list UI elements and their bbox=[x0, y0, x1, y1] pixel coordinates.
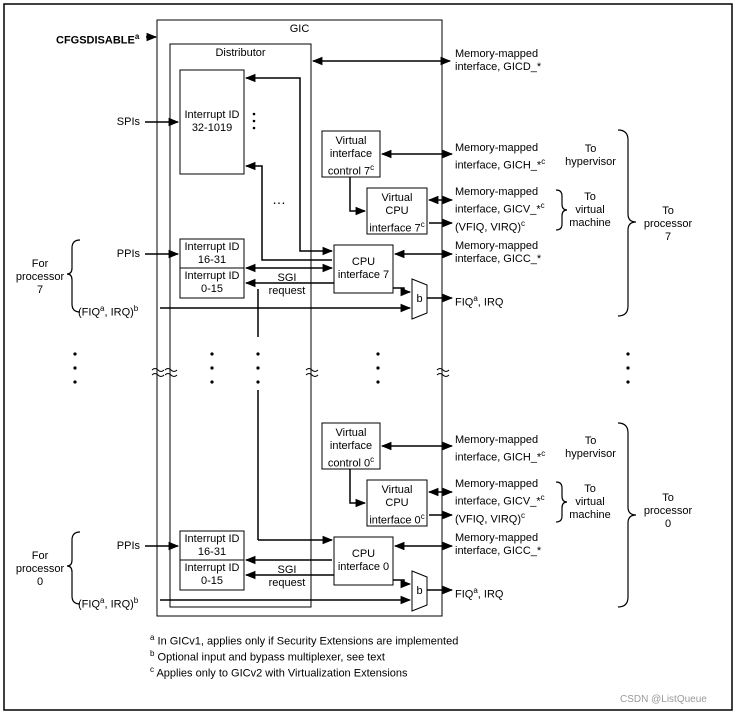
gicd-label: Memory-mapped interface, GICD_* bbox=[455, 48, 542, 73]
virtual-cpu-interface-0-label: Virtual CPU interface 0c bbox=[369, 484, 425, 527]
virtual-interface-control-0-box bbox=[321, 422, 381, 470]
interrupt-id-0-15-7: Interrupt ID 0-15 bbox=[184, 270, 240, 295]
cpu-interface-0-box bbox=[333, 536, 394, 586]
gic-box bbox=[156, 19, 443, 617]
to-processor-0: To processor 0 bbox=[643, 492, 693, 530]
gich-0-label: Memory-mapped interface, GICH_*c bbox=[455, 434, 546, 464]
for-processor-7: For processor 7 bbox=[15, 258, 65, 296]
to-hypervisor-0: To hypervisor bbox=[565, 435, 616, 460]
sgi-request-7: SGI request bbox=[268, 272, 306, 297]
virtual-cpu-interface-7-box bbox=[366, 187, 428, 235]
watermark: CSDN @ListQueue bbox=[620, 694, 707, 705]
vfiq-virq-0-label: (VFIQ, VIRQ)c bbox=[455, 511, 525, 526]
to-virtual-machine-0: To virtual machine bbox=[569, 483, 611, 521]
cpu-interface-0-label: CPU interface 0 bbox=[337, 548, 390, 573]
virtual-interface-control-0-label: Virtual interface control 0c bbox=[327, 427, 375, 470]
figure-frame bbox=[3, 3, 733, 711]
for-processor-0: For processor 0 bbox=[15, 550, 65, 588]
interrupt-id-16-31-0: Interrupt ID 16-31 bbox=[184, 533, 240, 558]
interrupt-id-16-31-7: Interrupt ID 16-31 bbox=[184, 241, 240, 266]
distributor-label: Distributor bbox=[215, 47, 266, 59]
fiq-irq-7-in: (FIQa, IRQ)b bbox=[78, 304, 139, 319]
to-hypervisor-7: To hypervisor bbox=[565, 143, 616, 168]
gicc-0-label: Memory-mapped interface, GICC_* bbox=[455, 532, 542, 557]
spis-label: SPIs bbox=[116, 116, 140, 128]
gicv-0-label: Memory-mapped interface, GICV_*c bbox=[455, 478, 545, 508]
mux-b-7: b bbox=[416, 293, 423, 305]
virtual-cpu-interface-0-box bbox=[366, 479, 428, 527]
footnote-b: b Optional input and bypass multiplexer,… bbox=[150, 649, 385, 664]
gich-7-label: Memory-mapped interface, GICH_*c bbox=[455, 142, 546, 172]
footnote-a: a In GICv1, applies only if Security Ext… bbox=[150, 633, 459, 648]
gic-label: GIC bbox=[289, 23, 310, 35]
vfiq-virq-7-label: (VFIQ, VIRQ)c bbox=[455, 219, 525, 234]
gicc-7-label: Memory-mapped interface, GICC_* bbox=[455, 240, 542, 265]
brace-processor-0 bbox=[617, 422, 637, 608]
bypass-mux-0 bbox=[411, 570, 428, 612]
cfgsdisable-label: CFGSDISABLEa bbox=[56, 32, 140, 47]
fiq-irq-7-out: FIQa, IRQ bbox=[455, 294, 504, 309]
bypass-mux-7 bbox=[411, 278, 428, 320]
ppis-7-label: PPIs bbox=[116, 248, 140, 260]
virtual-interface-control-7-label: Virtual interface control 7c bbox=[327, 135, 375, 178]
distributor-box bbox=[169, 43, 312, 608]
spi-interrupt-box bbox=[179, 69, 245, 175]
fiq-irq-0-out: FIQa, IRQ bbox=[455, 586, 504, 601]
gicv-7-label: Memory-mapped interface, GICV_*c bbox=[455, 186, 545, 216]
ellipsis-label: … bbox=[272, 191, 286, 207]
virtual-cpu-interface-7-label: Virtual CPU interface 7c bbox=[369, 192, 425, 235]
footnote-c: c Applies only to GICv2 with Virtualizat… bbox=[150, 665, 408, 680]
ppis-0-label: PPIs bbox=[116, 540, 140, 552]
mux-b-0: b bbox=[416, 585, 423, 597]
sgi-request-0: SGI request bbox=[268, 564, 306, 589]
to-virtual-machine-7: To virtual machine bbox=[569, 191, 611, 229]
cpu-interface-7-box bbox=[333, 244, 394, 294]
fiq-irq-0-in: (FIQa, IRQ)b bbox=[78, 596, 139, 611]
cpu-interface-7-label: CPU interface 7 bbox=[337, 256, 390, 281]
interrupt-id-spi-label: Interrupt ID 32-1019 bbox=[184, 109, 240, 134]
brace-processor-7 bbox=[617, 129, 637, 317]
to-processor-7: To processor 7 bbox=[643, 205, 693, 243]
interrupt-id-0-15-0: Interrupt ID 0-15 bbox=[184, 562, 240, 587]
